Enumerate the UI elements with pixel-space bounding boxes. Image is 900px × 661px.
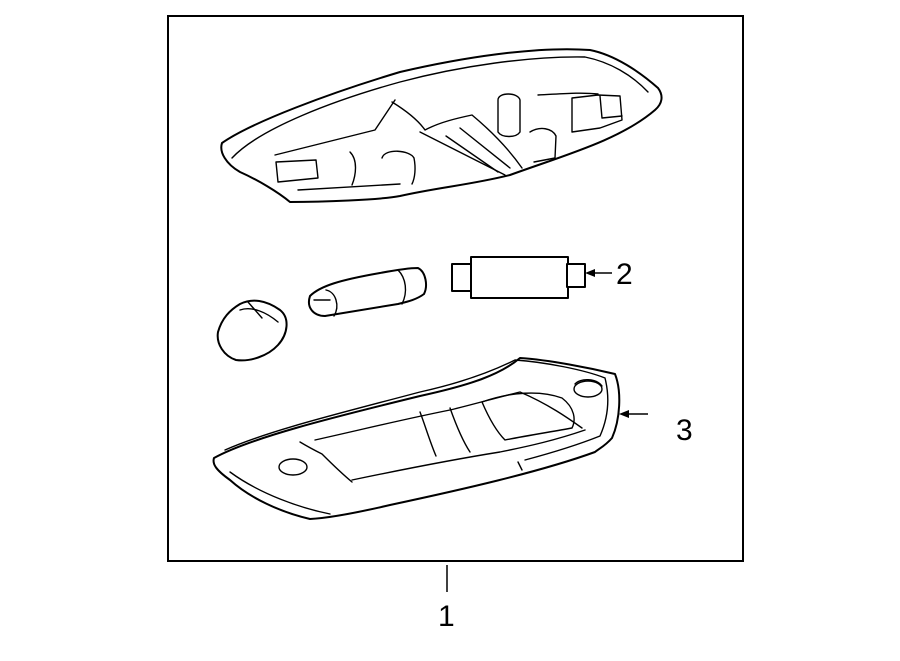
callout-number-1: 1: [438, 600, 455, 633]
assembly-frame: [167, 15, 744, 562]
lamp-lens[interactable]: [212, 357, 621, 520]
callout-leader-2: [585, 269, 612, 277]
bulb-part[interactable]: [451, 256, 586, 299]
lamp-housing[interactable]: [220, 48, 663, 203]
callout-leader-3: [619, 410, 648, 418]
callout-number-2: 2: [616, 258, 633, 291]
arrow-left-icon: [585, 269, 595, 277]
festoon-bulb[interactable]: [308, 267, 427, 317]
callout-number-3: 3: [676, 414, 693, 447]
arrow-left-icon: [619, 410, 629, 418]
wedge-bulb[interactable]: [216, 299, 288, 362]
